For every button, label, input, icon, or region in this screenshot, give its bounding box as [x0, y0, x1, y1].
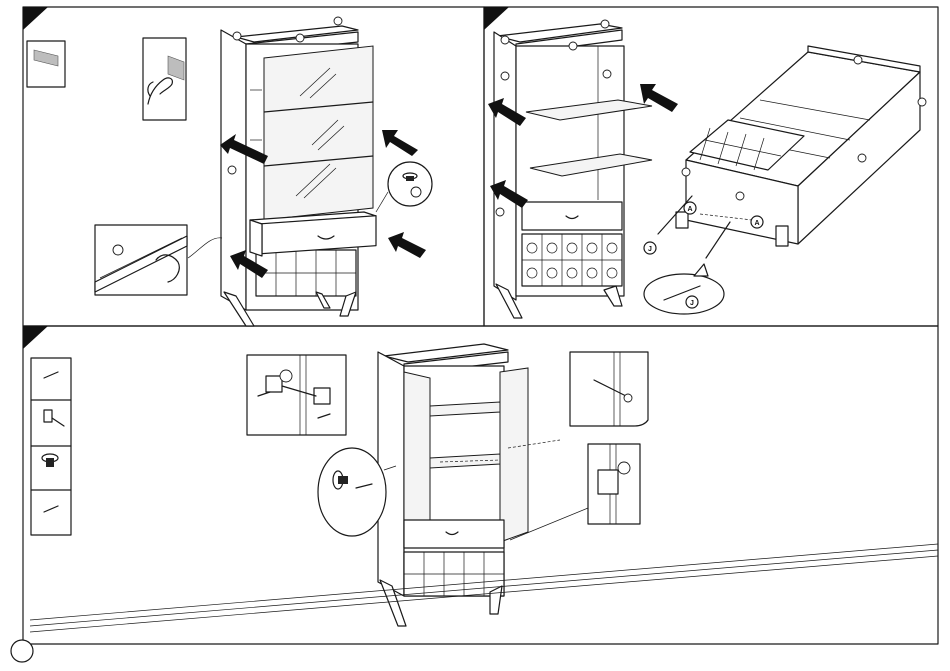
wine-rack-c [404, 552, 504, 596]
glass-door-a [264, 46, 373, 220]
hinge-detail-box-2 [510, 444, 640, 540]
right-glass-door [500, 368, 528, 542]
callout-letter: A [687, 206, 692, 213]
glass-pane [264, 46, 373, 220]
hinge-icon [598, 470, 618, 494]
hinge-icon [266, 376, 282, 392]
callout-letter: A [754, 220, 759, 227]
screw-hole [228, 166, 236, 174]
drawer-front [522, 202, 622, 230]
arrow-icon [640, 84, 678, 112]
screw-icon [44, 372, 58, 378]
cabinet-lying [676, 46, 926, 246]
hinge-icon [44, 410, 52, 422]
arrow-icon [382, 130, 418, 156]
step-c-corner-marker [23, 326, 48, 349]
hand-icon [148, 78, 173, 104]
hinge-detail-box [247, 355, 346, 435]
knob-callout-a [376, 162, 432, 212]
arrow-icon [388, 232, 426, 258]
page-number-circle [11, 640, 33, 662]
cabinet-b [494, 20, 652, 318]
screw-hole [233, 32, 241, 40]
tape-icon [34, 50, 58, 66]
screw-detail-box [570, 352, 648, 426]
panel-step-b: J A A J [488, 20, 926, 318]
screw-icon [44, 506, 58, 512]
screw-icon [594, 380, 626, 396]
panel-step-c [30, 344, 938, 632]
callout-letter: J [648, 246, 652, 253]
wine-rack-b [522, 234, 622, 286]
panel-step-a [27, 17, 432, 326]
callout-letter: J [690, 300, 694, 307]
drawer-rail-detail [95, 225, 222, 295]
tape-applied-icon [168, 56, 184, 80]
screw-hole [296, 34, 304, 42]
parts-list [31, 358, 71, 535]
left-glass-door [404, 372, 430, 544]
tape-sample-box [27, 41, 65, 87]
wine-rack-a [256, 250, 356, 296]
step-a-corner-marker [23, 7, 48, 30]
screw-hole [334, 17, 342, 25]
step-b-corner-marker [484, 7, 509, 30]
